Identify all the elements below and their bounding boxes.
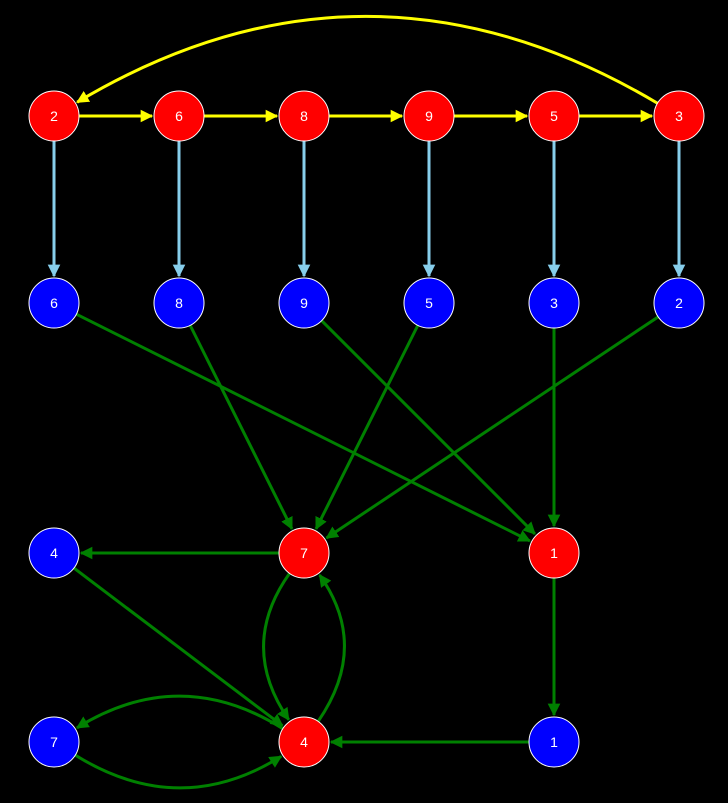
edge-b8-to-r7 bbox=[188, 324, 294, 530]
node-b4: 4 bbox=[28, 527, 80, 579]
edge-b4-to-r4 bbox=[73, 566, 284, 727]
edge-b6-to-r1 bbox=[75, 312, 531, 543]
node-b3: 3 bbox=[528, 277, 580, 329]
node-r9: 9 bbox=[403, 90, 455, 142]
node-circle-r1 bbox=[528, 527, 580, 579]
edge-b9-to-r1 bbox=[320, 319, 536, 535]
node-b1: 1 bbox=[528, 716, 580, 768]
node-b2: 2 bbox=[653, 277, 705, 329]
edge-b2-to-r7 bbox=[325, 315, 660, 540]
nodes-layer: 2 6 8 9 5 3 6 8 9 5 3 2 4 7 1 7 4 1 bbox=[28, 90, 705, 768]
node-b9: 9 bbox=[278, 277, 330, 329]
edge-b7-to-r4 bbox=[74, 753, 283, 790]
node-circle-r4 bbox=[278, 716, 330, 768]
edge-r3-to-r2 bbox=[76, 14, 659, 105]
edge-b5-to-r7 bbox=[314, 324, 420, 530]
node-label-r4: 4 bbox=[300, 734, 308, 750]
node-circle-b4 bbox=[28, 527, 80, 579]
edges-layer bbox=[47, 14, 686, 790]
node-circle-r3 bbox=[653, 90, 705, 142]
node-circle-b1 bbox=[528, 716, 580, 768]
node-label-r7: 7 bbox=[300, 545, 308, 561]
node-r2: 2 bbox=[28, 90, 80, 142]
node-circle-b5 bbox=[403, 277, 455, 329]
node-label-b7: 7 bbox=[50, 734, 58, 750]
node-circle-b7 bbox=[28, 716, 80, 768]
node-b8: 8 bbox=[153, 277, 205, 329]
edge-r4-to-b7 bbox=[75, 694, 284, 730]
edge-r4-to-r7 bbox=[316, 573, 346, 723]
node-label-b6: 6 bbox=[50, 295, 58, 311]
node-label-r3: 3 bbox=[675, 108, 683, 124]
node-r8: 8 bbox=[278, 90, 330, 142]
node-b5: 5 bbox=[403, 277, 455, 329]
node-b6: 6 bbox=[28, 277, 80, 329]
node-circle-b8 bbox=[153, 277, 205, 329]
node-circle-r2 bbox=[28, 90, 80, 142]
node-label-b4: 4 bbox=[50, 545, 58, 561]
node-label-r9: 9 bbox=[425, 108, 433, 124]
node-label-r6: 6 bbox=[175, 108, 183, 124]
node-label-b1: 1 bbox=[550, 734, 558, 750]
node-circle-r7 bbox=[278, 527, 330, 579]
node-b7: 7 bbox=[28, 716, 80, 768]
node-circle-b3 bbox=[528, 277, 580, 329]
node-label-r2: 2 bbox=[50, 108, 58, 124]
node-label-b8: 8 bbox=[175, 295, 183, 311]
node-circle-r6 bbox=[153, 90, 205, 142]
node-circle-b9 bbox=[278, 277, 330, 329]
edge-r7-to-r4 bbox=[262, 572, 291, 721]
node-circle-b2 bbox=[653, 277, 705, 329]
node-label-r5: 5 bbox=[550, 108, 558, 124]
node-r7: 7 bbox=[278, 527, 330, 579]
node-r5: 5 bbox=[528, 90, 580, 142]
node-label-b3: 3 bbox=[550, 295, 558, 311]
node-r1: 1 bbox=[528, 527, 580, 579]
node-circle-r8 bbox=[278, 90, 330, 142]
node-r3: 3 bbox=[653, 90, 705, 142]
node-label-b9: 9 bbox=[300, 295, 308, 311]
node-r4: 4 bbox=[278, 716, 330, 768]
node-label-b5: 5 bbox=[425, 295, 433, 311]
node-label-b2: 2 bbox=[675, 295, 683, 311]
node-circle-r9 bbox=[403, 90, 455, 142]
node-label-r1: 1 bbox=[550, 545, 558, 561]
node-r6: 6 bbox=[153, 90, 205, 142]
node-circle-b6 bbox=[28, 277, 80, 329]
node-label-r8: 8 bbox=[300, 108, 308, 124]
node-circle-r5 bbox=[528, 90, 580, 142]
